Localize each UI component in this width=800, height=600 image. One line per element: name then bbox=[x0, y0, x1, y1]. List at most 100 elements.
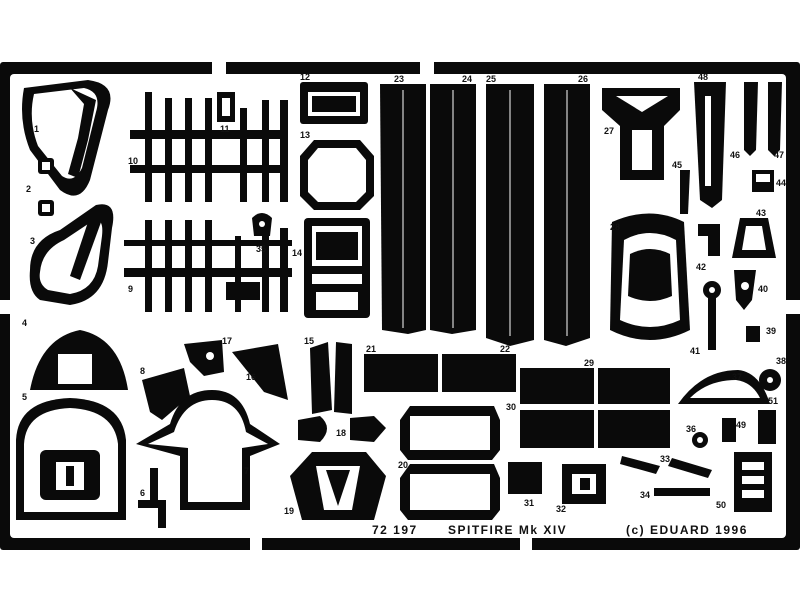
part-label-17: 17 bbox=[222, 336, 232, 346]
part-37-quadrant bbox=[678, 370, 770, 404]
part-6-angle bbox=[138, 468, 166, 528]
part-45-tab bbox=[680, 170, 690, 214]
part-24-flap bbox=[430, 84, 476, 334]
part-20-panel bbox=[400, 406, 500, 520]
part-label-22: 22 bbox=[500, 344, 510, 354]
part-label-28: 28 bbox=[610, 222, 620, 232]
part-label-4: 4 bbox=[22, 318, 27, 328]
part-43-trapezoid bbox=[732, 218, 776, 258]
part-label-9: 9 bbox=[128, 284, 133, 294]
part-35-hinge bbox=[252, 213, 272, 236]
product-name: SPITFIRE Mk XIV bbox=[448, 523, 567, 537]
part-18-pair bbox=[298, 416, 386, 442]
part-26-flap bbox=[544, 84, 590, 346]
part-label-29: 29 bbox=[584, 358, 594, 368]
part-label-36: 36 bbox=[686, 424, 696, 434]
part-15-strips bbox=[310, 342, 352, 414]
part-label-6: 6 bbox=[140, 488, 145, 498]
part-label-46: 46 bbox=[730, 150, 740, 160]
part-8-bracket bbox=[142, 368, 190, 420]
catalog-code: 72 197 bbox=[372, 523, 418, 537]
part-9-frame-ladder bbox=[124, 220, 292, 312]
part-label-12: 12 bbox=[300, 72, 310, 82]
part-44-box bbox=[752, 170, 774, 192]
part-49-clip bbox=[722, 418, 736, 442]
part-label-3: 3 bbox=[30, 236, 35, 246]
part-16-bracket bbox=[232, 344, 288, 400]
part-51-clip bbox=[758, 410, 776, 444]
part-label-51: 51 bbox=[768, 396, 778, 406]
part-label-48: 48 bbox=[698, 72, 708, 82]
part-4-bulkhead bbox=[30, 330, 128, 390]
part-label-10: 10 bbox=[128, 156, 138, 166]
part-label-25: 25 bbox=[486, 74, 496, 84]
part-10-frame-ladder bbox=[130, 92, 288, 202]
part-label-31: 31 bbox=[524, 498, 534, 508]
part-41-strut bbox=[703, 281, 721, 350]
part-label-42: 42 bbox=[696, 262, 706, 272]
part-label-37: 37 bbox=[732, 372, 742, 382]
part-label-18: 18 bbox=[336, 428, 346, 438]
part-label-1: 1 bbox=[34, 124, 39, 134]
part-label-26: 26 bbox=[578, 74, 588, 84]
part-label-40: 40 bbox=[758, 284, 768, 294]
part-label-44: 44 bbox=[776, 178, 786, 188]
part-7-floor-panel bbox=[136, 390, 280, 510]
part-17-bracket bbox=[184, 340, 224, 376]
part-number-labels: 1 2 3 4 5 6 7 8 9 10 11 12 13 14 15 16 1… bbox=[22, 72, 786, 516]
part-38-gear bbox=[759, 369, 781, 391]
part-22-panel bbox=[442, 354, 516, 392]
part-label-23: 23 bbox=[394, 74, 404, 84]
part-21-panel bbox=[364, 354, 438, 392]
part-label-49: 49 bbox=[736, 420, 746, 430]
part-32-frame bbox=[562, 464, 606, 504]
part-50-ladder bbox=[734, 452, 772, 512]
copyright-mark: (c) EDUARD 1996 bbox=[626, 523, 748, 537]
part-25-flap bbox=[486, 84, 534, 346]
part-label-5: 5 bbox=[22, 392, 27, 402]
part-label-35: 35 bbox=[256, 244, 266, 254]
part-5-armour-bulkhead bbox=[16, 398, 126, 520]
part-42-bracket bbox=[698, 224, 720, 256]
part-label-38: 38 bbox=[776, 356, 786, 366]
part-label-47: 47 bbox=[774, 150, 784, 160]
part-label-13: 13 bbox=[300, 130, 310, 140]
part-39-box bbox=[746, 326, 760, 342]
part-13-panel bbox=[300, 140, 374, 210]
part-label-30: 30 bbox=[506, 402, 516, 412]
part-28-oval-panel bbox=[610, 213, 690, 340]
part-48-strap bbox=[694, 82, 726, 208]
part-label-34: 34 bbox=[640, 490, 650, 500]
part-40-hook bbox=[734, 270, 756, 310]
part-12-panel bbox=[300, 82, 368, 124]
part-36-washer bbox=[692, 432, 708, 448]
part-label-24: 24 bbox=[462, 74, 472, 84]
part-label-41: 41 bbox=[690, 346, 700, 356]
part-label-27: 27 bbox=[604, 126, 614, 136]
part-label-39: 39 bbox=[766, 326, 776, 336]
part-label-16: 16 bbox=[246, 372, 256, 382]
part-47-strap bbox=[744, 82, 782, 156]
part-label-20: 20 bbox=[398, 460, 408, 470]
part-label-7: 7 bbox=[244, 466, 249, 476]
part-14-panel bbox=[304, 218, 370, 318]
part-30-panel bbox=[520, 410, 670, 448]
part-label-32: 32 bbox=[556, 504, 566, 514]
part-19-seat bbox=[290, 452, 386, 520]
part-label-50: 50 bbox=[716, 500, 726, 510]
part-33-link bbox=[620, 456, 712, 478]
part-2-bracket bbox=[38, 158, 54, 216]
part-3-seat-side bbox=[29, 204, 114, 305]
part-label-8: 8 bbox=[140, 366, 145, 376]
part-23-flap bbox=[380, 84, 426, 334]
part-label-19: 19 bbox=[284, 506, 294, 516]
part-label-21: 21 bbox=[366, 344, 376, 354]
part-27-bracket bbox=[602, 88, 680, 180]
part-label-2: 2 bbox=[26, 184, 31, 194]
part-29-panel bbox=[520, 368, 670, 404]
part-34-rod bbox=[654, 488, 710, 496]
part-label-14: 14 bbox=[292, 248, 302, 258]
part-label-45: 45 bbox=[672, 160, 682, 170]
part-label-11: 11 bbox=[220, 124, 230, 134]
part-label-33: 33 bbox=[660, 454, 670, 464]
